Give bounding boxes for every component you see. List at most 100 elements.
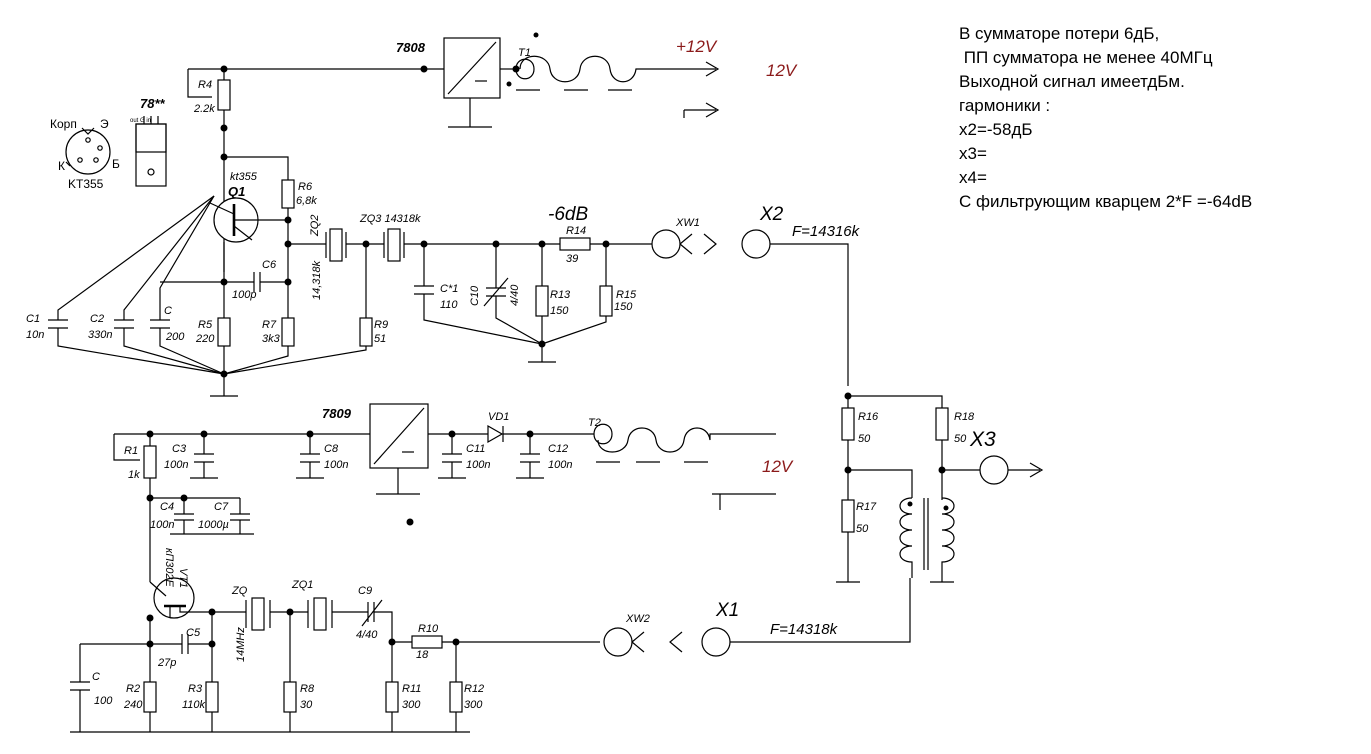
- note-line: Выходной сигнал имеетдБм.: [959, 72, 1185, 91]
- lower-oscillator: 7809 VD1 T2 12V R1 1k C3 100n C8 100n C1…: [70, 403, 911, 733]
- label-c3-value: 100n: [164, 459, 188, 471]
- resistor-r10: [411, 635, 443, 649]
- note-line: В сумматоре потери 6дБ,: [959, 24, 1160, 43]
- label-vt1: VT1: [177, 568, 189, 588]
- regulator-pinout: [135, 123, 167, 187]
- label-t1: T1: [518, 47, 531, 59]
- label-c12: C12: [548, 443, 568, 455]
- label-c6: C6: [262, 259, 277, 271]
- label-korp: Корп: [50, 117, 77, 131]
- resistor-r4: [217, 79, 231, 111]
- label-r4: R4: [198, 79, 212, 91]
- label-c6-value: 100p: [232, 289, 256, 301]
- label-zq2-freq: 14,318k: [311, 260, 323, 300]
- label-c-lower-value: 100: [94, 695, 113, 707]
- label-f2: F=14316k: [792, 223, 861, 240]
- label-7808: 7808: [396, 40, 426, 55]
- label-c7: C7: [214, 501, 229, 513]
- resistor-r12: [449, 681, 463, 713]
- label-c2: C2: [90, 313, 104, 325]
- label-r6-value: 6,8k: [296, 195, 317, 207]
- resistor-r9: [359, 317, 373, 347]
- label-pins: out G in: [130, 118, 151, 124]
- resistor-r11: [385, 681, 399, 713]
- label-c10-value: 4/40: [509, 284, 521, 306]
- label-plus12v: +12V: [676, 37, 718, 56]
- crystal-zq: [251, 597, 265, 631]
- label-r14: R14: [566, 225, 586, 237]
- label-q1: Q1: [228, 184, 245, 199]
- label-r7: R7: [262, 319, 277, 331]
- label-r17: R17: [856, 501, 877, 513]
- label-r17-value: 50: [856, 523, 869, 535]
- diode-vd1: [487, 424, 504, 444]
- label-b: Б: [112, 157, 120, 171]
- resistor-r3: [205, 681, 219, 713]
- resistor-r16: [841, 407, 855, 441]
- label-zq1: ZQ1: [291, 579, 313, 591]
- label-r2: R2: [126, 683, 140, 695]
- note-line: x2=-58дБ: [959, 120, 1033, 139]
- pinout-sketches: Корп Э К Б KT355 78** out G in: [50, 96, 167, 191]
- label-r10: R10: [418, 623, 439, 635]
- label-r8: R8: [300, 683, 315, 695]
- label-r7-value: 3k3: [262, 333, 281, 345]
- label-c5: C5: [186, 627, 201, 639]
- label-r8-value: 30: [300, 699, 313, 711]
- label-k: К: [58, 159, 65, 173]
- label-r1: R1: [124, 445, 138, 457]
- label-r3: R3: [188, 683, 203, 695]
- label-zq2: ZQ2: [309, 215, 321, 237]
- label-zq3: ZQ3 14318k: [359, 213, 421, 225]
- label-c5-value: 27p: [157, 657, 176, 669]
- label-c4-value: 100n: [150, 519, 174, 531]
- note-line: x4=: [959, 168, 987, 187]
- resistor-r17: [841, 499, 855, 533]
- label-r5-value: 220: [195, 333, 215, 345]
- note-line: ПП сумматора не менее 40МГц: [959, 48, 1213, 67]
- label-e: Э: [100, 117, 109, 131]
- label-q1-type: kt355: [230, 171, 258, 183]
- upper-oscillator: 7808 T1 +12V 12V R4 2.2k kt355 Q1 R6 6,8…: [26, 32, 861, 397]
- label-t2: T2: [588, 417, 601, 429]
- connector-x3: [979, 455, 1009, 485]
- label-c11-value: 100n: [466, 459, 490, 471]
- label-f1: F=14318k: [770, 621, 839, 638]
- crystal-zq1: [313, 597, 327, 631]
- resistor-r13: [535, 285, 549, 317]
- label-c-star: C*1: [440, 283, 458, 295]
- connector-x2: [741, 229, 771, 259]
- label-zq-freq: 14MHz: [235, 627, 247, 662]
- note-line: С фильтрующим кварцем 2*F =-64dB: [959, 192, 1253, 211]
- label-r12-value: 300: [464, 699, 483, 711]
- label-r12: R12: [464, 683, 484, 695]
- label-x3: X3: [969, 428, 996, 451]
- label-c-star-value: 110: [440, 299, 458, 311]
- label-7809: 7809: [322, 406, 352, 421]
- crystal-zq3: [387, 228, 401, 262]
- resistor-r8: [283, 681, 297, 713]
- label-x2: X2: [759, 204, 784, 225]
- label-zq: ZQ: [231, 585, 248, 597]
- connector-x1: [701, 627, 731, 657]
- label-r18: R18: [954, 411, 975, 423]
- label-r5: R5: [198, 319, 213, 331]
- combiner: R16 50 R17 50 R18 50 X3: [836, 392, 1044, 583]
- transistor-vt1: [153, 577, 195, 619]
- label-r14-value: 39: [566, 253, 578, 265]
- label-r2-value: 240: [123, 699, 143, 711]
- label-12v-upper: 12V: [766, 61, 798, 80]
- resistor-r1: [143, 445, 157, 479]
- label-r16-value: 50: [858, 433, 871, 445]
- label-c-upper-value: 200: [165, 331, 185, 343]
- label-r11-value: 300: [402, 699, 421, 711]
- label-r6: R6: [298, 181, 313, 193]
- label-12v-lower: 12V: [762, 457, 794, 476]
- label-x1: X1: [715, 600, 739, 621]
- note-line: x3=: [959, 144, 987, 163]
- label-minus-6db: -6dB: [548, 204, 588, 225]
- label-r1-value: 1k: [128, 469, 140, 481]
- label-r13: R13: [550, 289, 571, 301]
- label-vt1-type: кП302Е: [163, 548, 175, 588]
